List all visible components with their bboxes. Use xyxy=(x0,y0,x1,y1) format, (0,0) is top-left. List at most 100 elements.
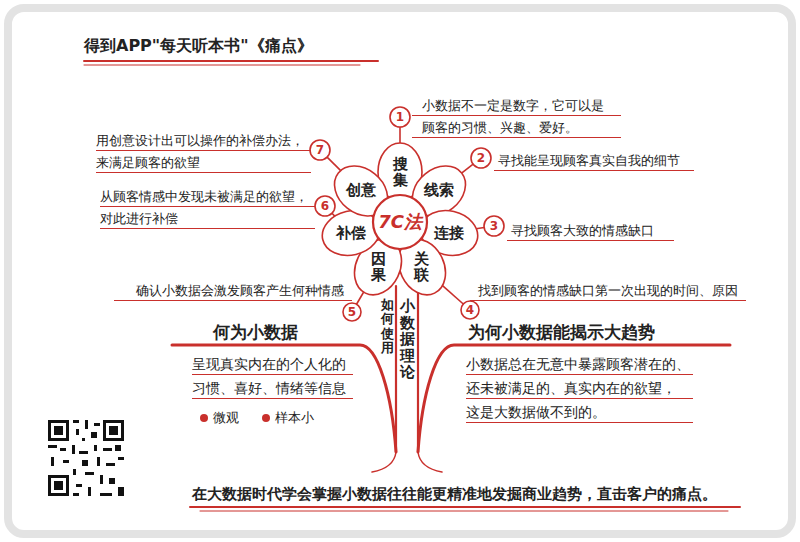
connector xyxy=(442,285,463,304)
callout-number: 4 xyxy=(459,299,481,321)
petal-text: 补偿 xyxy=(336,224,366,243)
text-holder: 3 xyxy=(482,214,506,238)
leaf-curve xyxy=(172,345,396,452)
qr-module xyxy=(72,445,75,454)
qr-finder xyxy=(48,475,69,496)
callout-text: 6 xyxy=(321,200,329,212)
qr-module xyxy=(100,475,103,484)
qr-module xyxy=(73,469,76,475)
circle-outline xyxy=(315,196,335,216)
leaf-heading: 为何小数据能揭示大趋势 xyxy=(462,320,693,344)
qr-module xyxy=(97,457,100,466)
text-holder: 2 xyxy=(469,146,493,170)
stem-line xyxy=(417,286,419,452)
description-text: 找到顾客的情感缺口第一次出现的时间、原因 xyxy=(470,280,746,302)
description-text: 从顾客情感中发现未被满足的欲望， 对此进行补偿 xyxy=(100,186,315,230)
bullet-item: 样本小 xyxy=(262,408,314,428)
leaf-heading: 何为小数据 xyxy=(185,320,353,344)
callout-number: 3 xyxy=(482,214,506,238)
description-text: 寻找能呈现顾客真实自我的细节 xyxy=(494,150,694,172)
circle-outline xyxy=(343,303,361,321)
petal-outline xyxy=(325,156,398,227)
leaf-body: 呈现真实内在的个人化的 习惯、喜好、情绪等信息 xyxy=(192,352,353,400)
circle-outline xyxy=(461,301,479,319)
stem: 小数据理论 xyxy=(400,298,415,381)
petal-text: 线索 xyxy=(424,181,454,200)
qr-module xyxy=(100,493,112,496)
qr-module xyxy=(73,493,79,496)
stem-base xyxy=(418,452,442,472)
qr-module xyxy=(60,448,66,451)
petal-text: 关联 xyxy=(414,251,429,284)
petal-text: 因果 xyxy=(371,251,386,284)
text-holder: 7C法 xyxy=(371,193,429,251)
circle-outline xyxy=(310,140,330,160)
callout-number: 1 xyxy=(388,105,412,129)
description-text: 小数据不一定是数字，它可以是 顾客的习惯、兴趣、爱好。 xyxy=(412,95,621,139)
description-text: 确认小数据会激发顾客产生何种情感 xyxy=(114,280,352,302)
bullet-dot xyxy=(200,414,208,422)
qr-module xyxy=(94,445,97,451)
bullet-text: 样本小 xyxy=(275,408,314,428)
caption-underline xyxy=(190,506,740,508)
leaf-curve xyxy=(418,345,730,452)
qr-finder xyxy=(48,420,69,441)
callout-number: 6 xyxy=(313,194,337,218)
qr-module xyxy=(109,478,115,484)
text-holder: 4 xyxy=(459,299,481,321)
qr-finder xyxy=(109,426,118,435)
stem-base xyxy=(372,452,396,472)
qr-code xyxy=(48,420,124,496)
title-underline xyxy=(84,65,360,66)
title-underline xyxy=(84,60,378,62)
circle-outline xyxy=(484,216,504,236)
qr-module xyxy=(76,429,79,435)
qr-module xyxy=(76,484,82,487)
qr-module xyxy=(91,432,97,438)
callout-text: 2 xyxy=(477,152,485,164)
caption: 在大数据时代学会掌握小数据往往能更精准地发掘商业趋势，直击客户的痛点。 xyxy=(192,484,717,504)
callout-text: 7 xyxy=(316,144,324,156)
qr-module xyxy=(79,451,88,454)
qr-finder xyxy=(54,426,63,435)
stem-line xyxy=(395,286,397,452)
qr-module xyxy=(106,463,115,466)
leaf: 为何小数据能揭示大趋势小数据总在无意中暴露顾客潜在的、 还未被满足的、真实内在的… xyxy=(462,320,693,424)
petal-text: 搜集 xyxy=(393,156,408,189)
vertical-label: 如何使用 xyxy=(381,298,394,355)
qr-finder xyxy=(51,423,66,438)
callout-text: 5 xyxy=(348,306,356,318)
petal-text: 创意 xyxy=(346,181,376,200)
callout-text: 1 xyxy=(396,111,404,123)
qr-module xyxy=(115,445,121,451)
circle-outline xyxy=(390,107,410,127)
qr-module xyxy=(73,420,79,423)
connector xyxy=(357,292,364,304)
circle-outline xyxy=(471,148,491,168)
text-holder: 6 xyxy=(313,194,337,218)
connector xyxy=(327,157,340,170)
circle-outline xyxy=(373,195,427,249)
stem-text: 小数据理论 xyxy=(400,298,415,381)
petal-text: 连接 xyxy=(434,224,464,243)
qr-finder xyxy=(51,478,66,493)
qr-module xyxy=(85,472,94,475)
description-text: 用创意设计出可以操作的补偿办法， 来满足顾客的欲望 xyxy=(96,130,311,174)
bullet-item: 微观 xyxy=(200,408,239,428)
callout-number: 2 xyxy=(469,146,493,170)
bullet-dot xyxy=(262,414,270,422)
qr-module xyxy=(82,460,88,466)
callout-text: 4 xyxy=(466,304,474,316)
qr-module xyxy=(85,420,88,429)
callout-number: 7 xyxy=(308,138,332,162)
connector xyxy=(462,164,473,173)
connector xyxy=(476,228,484,229)
center-circle: 7C法 xyxy=(371,193,429,251)
qr-finder xyxy=(106,423,121,438)
bullet-text: 微观 xyxy=(213,408,239,428)
qr-module xyxy=(51,457,54,466)
qr-module xyxy=(94,423,100,426)
qr-module xyxy=(103,448,112,451)
qr-module xyxy=(118,457,124,460)
leaf: 何为小数据呈现真实内在的个人化的 习惯、喜好、情绪等信息 xyxy=(185,320,353,400)
